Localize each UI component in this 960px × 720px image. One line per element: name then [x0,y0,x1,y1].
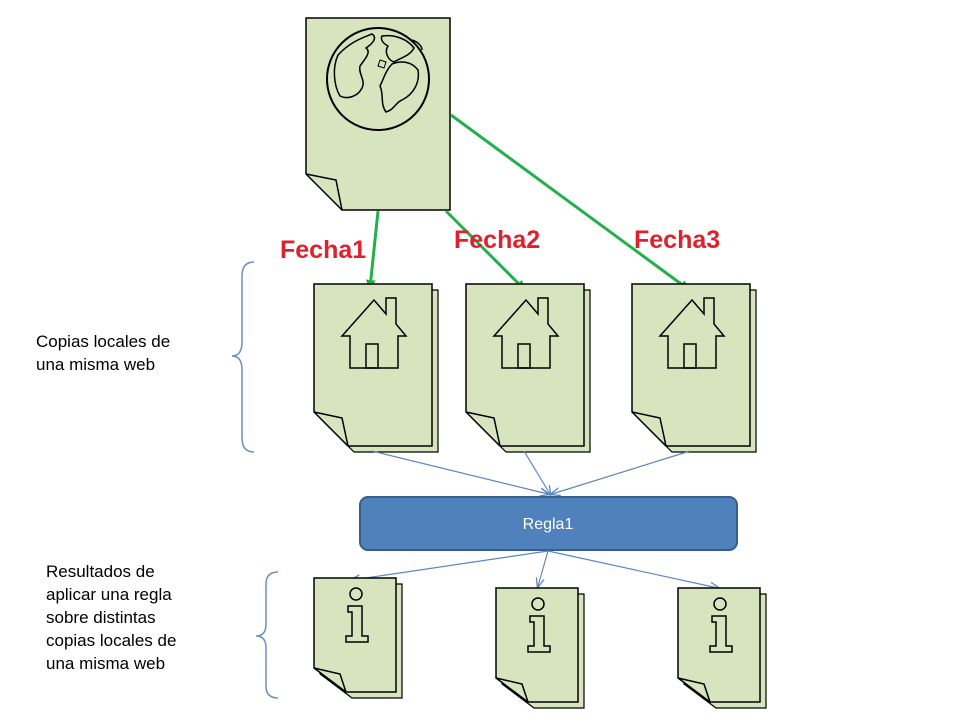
copies-bracket [231,261,255,453]
date-arrows [365,113,690,291]
date-label-3: Fecha3 [634,226,720,254]
results-note: Resultados de aplicar una regla sobre di… [46,562,177,673]
rule-box: Regla1 [359,496,738,551]
local-copy-2 [465,283,591,453]
result-page-2 [495,587,585,709]
arrow-fecha1 [365,210,380,290]
result-page-1 [313,577,403,699]
info-icon [709,597,733,653]
date-label-1: Fecha1 [280,236,366,264]
rule-label: Regla1 [523,516,574,533]
date-label-2: Fecha2 [454,226,540,254]
output-arrows [352,550,718,588]
local-copy-1 [313,283,439,453]
house-icon [492,297,560,369]
info-icon [527,597,551,653]
source-web-page [305,17,451,211]
globe-icon [326,27,430,131]
info-icon [345,587,369,643]
local-copy-3 [631,283,757,453]
copies-note: Copias locales de una misma web [36,332,171,374]
results-bracket [255,571,279,699]
arrow-fecha2 [444,209,526,291]
house-icon [340,297,408,369]
house-icon [658,297,726,369]
arrow-fecha3 [450,113,690,291]
result-page-3 [677,587,767,709]
input-arrows [371,450,691,494]
